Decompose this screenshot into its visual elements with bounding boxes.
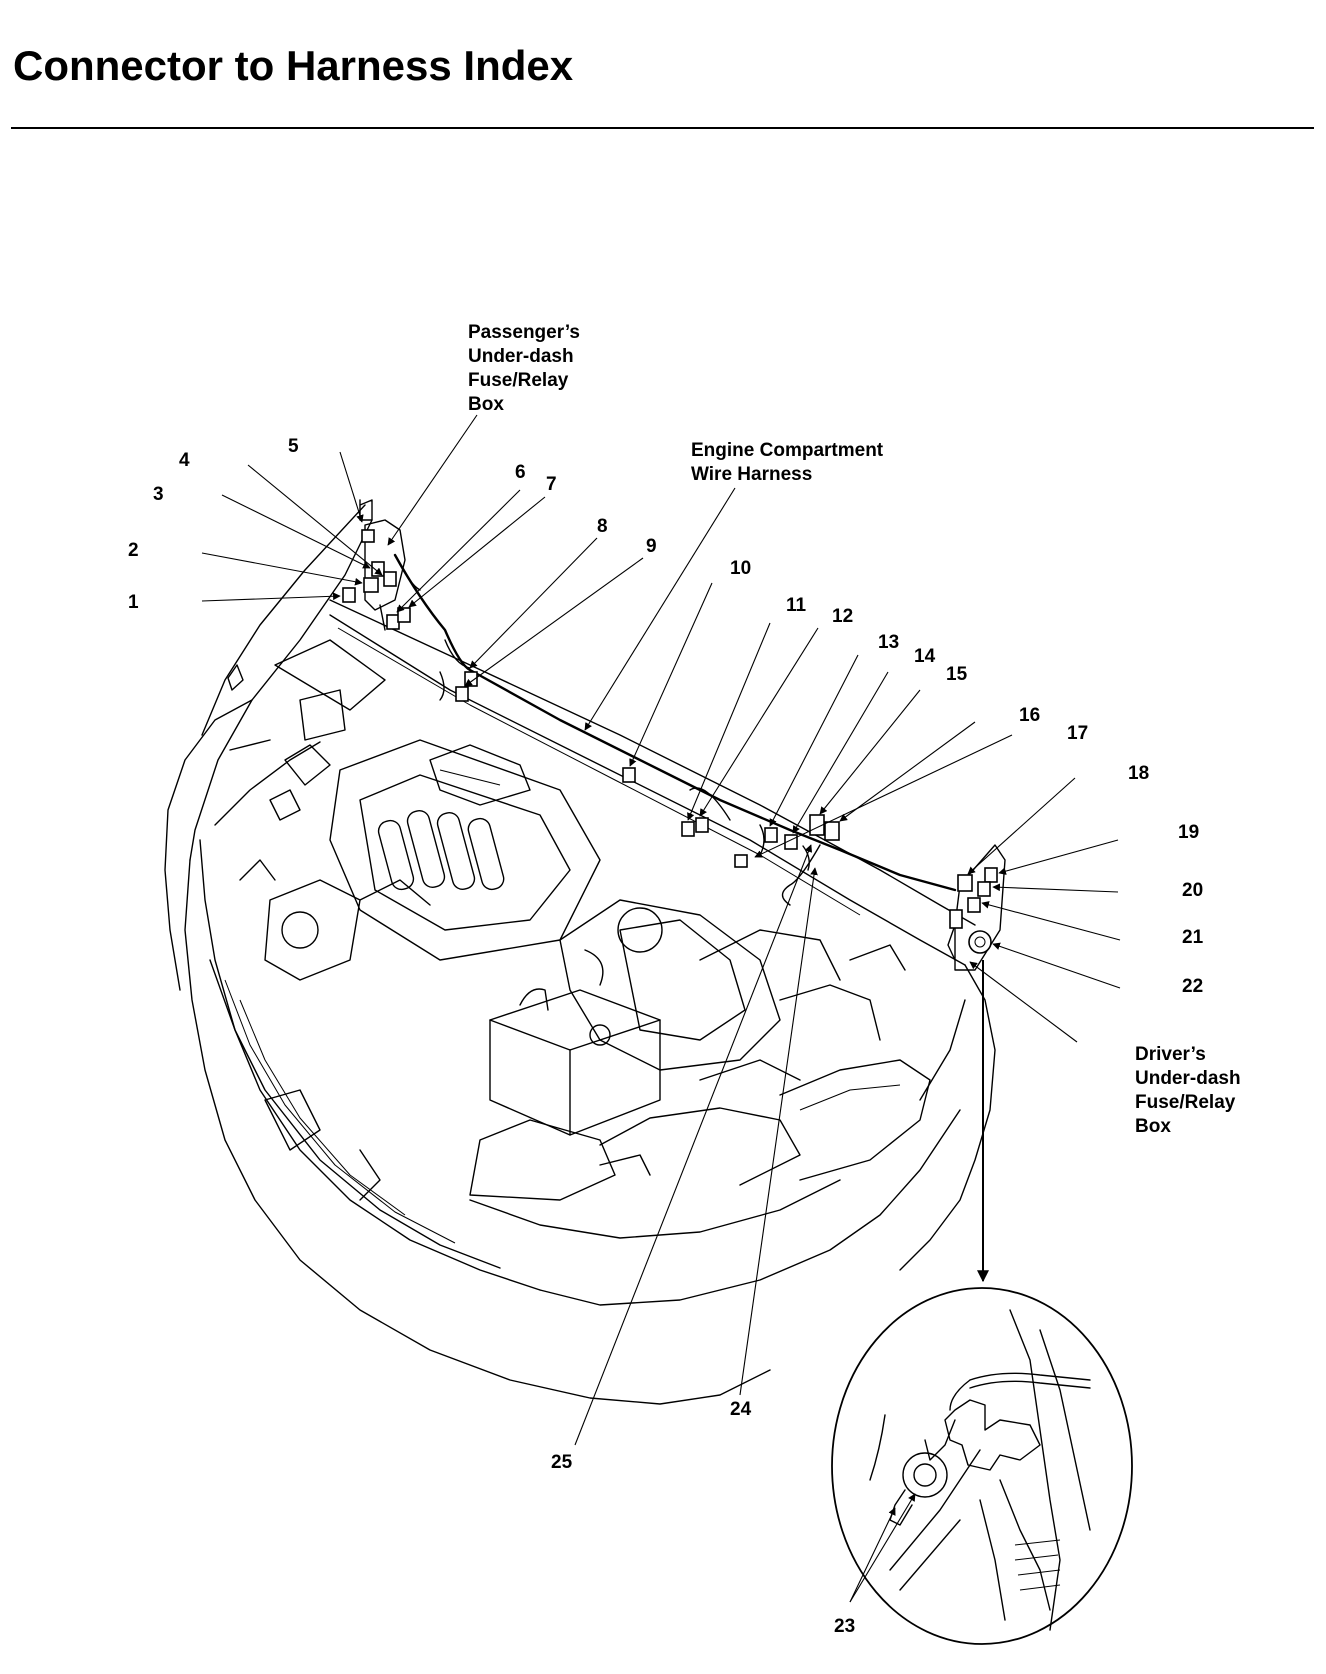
connector-18 [957,874,973,892]
connector-10 [622,767,636,783]
connector-12 [695,817,709,833]
vehicle-illustration [164,499,1006,1405]
callout-8: 8 [597,516,608,537]
callout-22: 22 [1182,976,1203,997]
connector-13 [764,827,778,843]
connector-2 [363,577,379,593]
callout-5: 5 [288,436,299,457]
callout-13: 13 [878,632,899,653]
connector-15 [809,814,825,836]
callout-4: 4 [179,450,190,471]
callout-17: 17 [1067,723,1088,744]
callout-6: 6 [515,462,526,483]
callout-16: 16 [1019,705,1040,726]
component-labels: Passenger’s Under-dash Fuse/Relay Box En… [468,322,1246,1137]
callout-7: 7 [546,474,557,495]
callout-12: 12 [832,606,853,627]
connector-4 [383,571,397,587]
callout-25: 25 [551,1452,573,1473]
detail-view-ground [831,1287,1133,1645]
connector-21 [967,897,981,913]
callout-11: 11 [786,595,807,616]
driver-box-label: Driver’s Under-dash Fuse/Relay Box [1135,1044,1246,1137]
page-title: Connector to Harness Index [13,42,574,89]
leader-lines [201,414,1121,1446]
engine-harness-label: Engine Compartment Wire Harness [691,440,888,485]
callout-14: 14 [914,646,936,667]
connector-22 [968,930,992,954]
title-divider [11,127,1314,129]
connector-20 [977,881,991,897]
callout-19: 19 [1178,822,1199,843]
connector-19 [984,867,998,883]
connector-7 [397,607,411,623]
passenger-box-label: Passenger’s Under-dash Fuse/Relay Box [468,322,585,415]
connector-3 [371,561,385,577]
callout-3: 3 [153,484,164,505]
callout-15: 15 [946,664,968,685]
connector-1 [342,587,356,603]
callout-numbers: 1 2 3 4 5 6 7 8 9 10 11 12 13 14 15 16 1… [128,436,1204,1637]
callout-18: 18 [1128,763,1149,784]
callout-23: 23 [834,1616,855,1637]
connector-22b [949,909,963,929]
callout-2: 2 [128,540,139,561]
connector-17 [734,854,748,868]
callout-21: 21 [1182,927,1204,948]
connector-5 [361,529,375,543]
callout-10: 10 [730,558,751,579]
callout-20: 20 [1182,880,1203,901]
callout-1: 1 [128,592,139,613]
connector-11 [681,821,695,837]
callout-9: 9 [646,536,657,557]
callout-24: 24 [730,1399,752,1420]
connector-16 [824,821,840,841]
connector-9 [455,686,469,702]
